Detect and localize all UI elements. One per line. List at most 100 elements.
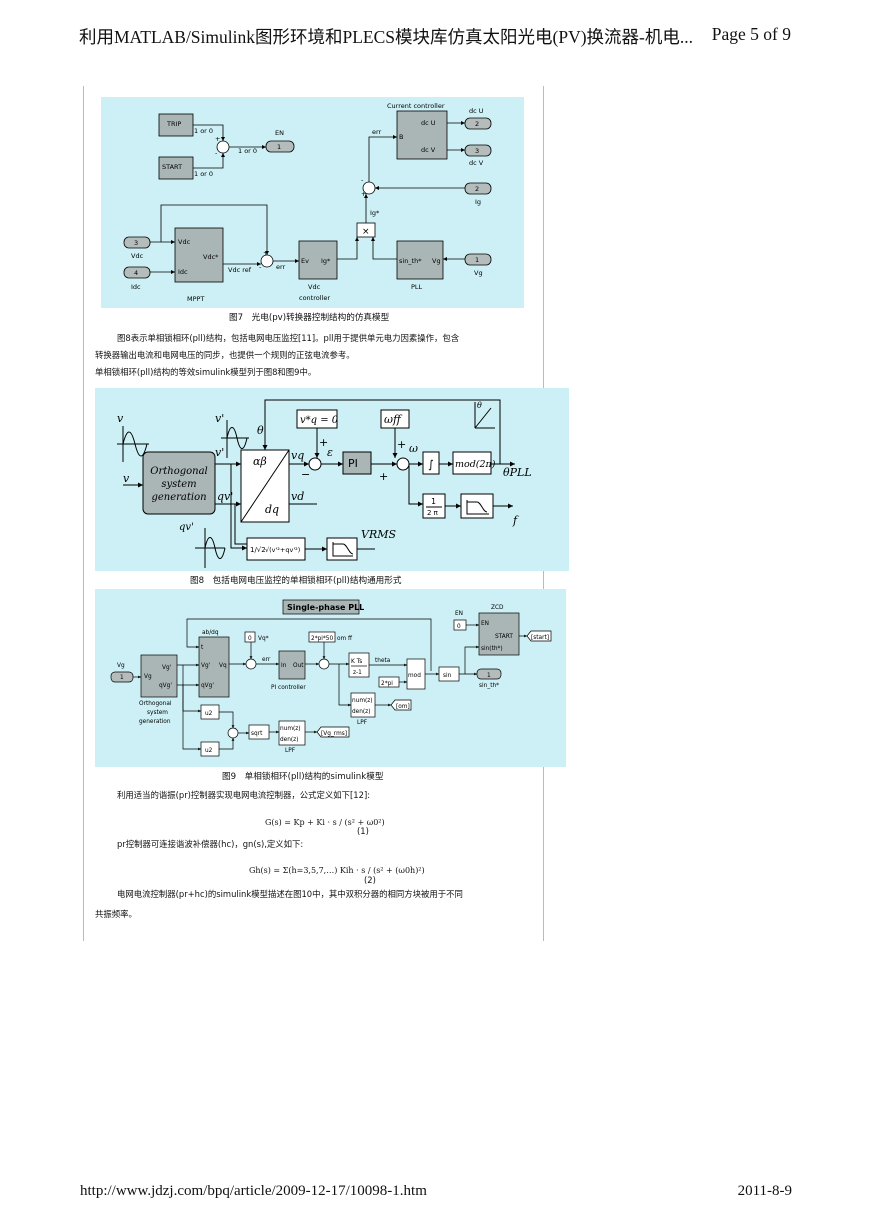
- cc-dcu-port: dc U: [421, 119, 436, 127]
- lpf-om-den: den(z): [352, 709, 371, 715]
- pll-title-box: [282, 599, 360, 615]
- left-border-line: [83, 86, 84, 941]
- dcv-label: dc V: [469, 159, 484, 167]
- gain-one: 1: [431, 497, 436, 506]
- pll-title: Single-phase PLL: [287, 603, 364, 612]
- pi-block: [342, 451, 372, 475]
- sum-ev-minus: -: [259, 263, 262, 271]
- vdc-ctrl-ig-port: Ig*: [321, 257, 331, 265]
- theta-feedback-label: θ: [257, 424, 264, 437]
- vg-rms-tag: [Vg_rms]: [321, 731, 347, 737]
- paragraph-pr-controller: 利用适当的谐振(pr)控制器实现电网电流控制器，公式定义如下[12]:: [117, 790, 371, 800]
- lpf-om-num: num(z): [352, 698, 373, 704]
- figure-9-caption: 图9 单相锁相环(pll)结构的simulink模型: [222, 772, 384, 782]
- two-pi-val: 2*pi: [381, 681, 393, 687]
- abdq-vgp-port: Vg': [201, 663, 211, 669]
- page-header: 利用MATLAB/Simulink图形环境和PLECS模块库仿真太阳光电(PV)…: [79, 24, 791, 49]
- sum8b-plus-top: +: [397, 438, 406, 451]
- qv-prime-bottom-label: qv': [179, 522, 194, 533]
- om-tag: [om]: [396, 704, 410, 710]
- sum-en-1or0: 1 or 0: [238, 147, 257, 155]
- osg-label-3: generation: [151, 492, 206, 503]
- en-out-port: [265, 140, 295, 153]
- en-label: EN: [275, 129, 284, 137]
- sin-th-port-num: 1: [487, 673, 491, 679]
- vg-label: Vg: [474, 269, 483, 277]
- zcd-en-val: 0: [457, 624, 461, 630]
- osg9-label-1: Orthogonal: [139, 701, 172, 707]
- lpf-rms-label: LPF: [285, 748, 295, 754]
- pi-controller-block: [278, 650, 306, 680]
- vq-ref-zero: [244, 631, 256, 643]
- zcd-start-port: START: [495, 634, 513, 640]
- rms-sqrt: √(v'²+qv'²): [265, 546, 300, 554]
- pll-vg-port: Vg: [432, 257, 441, 265]
- paragraph-pll-1: 图8表示单相锁相环(pll)结构，包括电网电压监控[11]。pll用于提供单元电…: [117, 333, 460, 343]
- orthogonal-system-block: [142, 451, 216, 515]
- mppt-vdcstar-port: Vdc*: [203, 253, 219, 261]
- footer-url[interactable]: http://www.jdzj.com/bpq/article/2009-12-…: [80, 1183, 427, 1199]
- equation-1-number: (1): [357, 826, 369, 836]
- osg-vgp-port: Vg': [162, 665, 172, 671]
- vg-in-port: [464, 253, 492, 266]
- paragraph-simulink-1: 电网电流控制器(pr+hc)的simulink模型描述在图10中，其中双积分器的…: [117, 889, 463, 899]
- fig8-sum-omega: [396, 457, 410, 471]
- osg9-label-2: system: [147, 710, 168, 716]
- vdc-in-port: [123, 236, 151, 249]
- pll-block: [396, 240, 444, 280]
- cc-b-port: B: [399, 133, 403, 141]
- osg9-label-3: generation: [139, 719, 171, 725]
- start-tag: [start]: [531, 635, 549, 641]
- omega-ff-label: ωff: [384, 413, 403, 426]
- ig-port-num: 2: [475, 185, 479, 193]
- sum9-err-label: err: [262, 657, 271, 663]
- fig9-sum-omega: [318, 658, 330, 670]
- vdc-ctrl-ev-port: Ev: [301, 257, 309, 265]
- integrator-symbol: ∫: [428, 458, 434, 471]
- paragraph-hc: pr控制器可连接谐波补偿器(hc)，gn(s),定义如下:: [117, 839, 304, 849]
- epsilon-label: ε: [327, 446, 333, 459]
- abdq-label: ab/dq: [202, 630, 219, 636]
- pll-label: PLL: [411, 283, 423, 291]
- sum-err-plus: +: [361, 190, 366, 198]
- start-label: START: [162, 163, 182, 171]
- vdc-ctrl-label-2: controller: [299, 294, 330, 302]
- paragraph-simulink-2: 共振频率。: [95, 909, 137, 919]
- abdq-t-port: t: [201, 645, 204, 651]
- figure-8-caption: 图8 包括电网电压监控的单相锁相环(pll)结构通用形式: [190, 576, 402, 586]
- ig-star-label: Ig*: [370, 209, 380, 217]
- equation-2-number: (2): [364, 875, 376, 885]
- idc-label: Idc: [131, 283, 141, 291]
- page-number: Page 5 of 9: [711, 24, 791, 44]
- vq-label: vq: [291, 449, 304, 462]
- vdc-port-num: 3: [134, 239, 138, 247]
- vq-ref-zero-val: 0: [248, 636, 252, 642]
- mppt-block: [174, 227, 224, 283]
- vg-port-num: 1: [475, 256, 479, 264]
- ev-err-label: err: [276, 263, 286, 271]
- lpf-rms-block: [326, 537, 358, 561]
- omega-label: ω: [409, 442, 418, 455]
- zcd-label: ZCD: [491, 605, 504, 611]
- sin-th-label: sin_th*: [479, 683, 499, 689]
- pi-in-port: In: [281, 663, 287, 669]
- equation-1: G(s) = Kp + Ki · s / (s² + ω0²): [265, 818, 385, 827]
- square-2-label: u2: [205, 748, 213, 754]
- fig8-sum-epsilon: [308, 457, 322, 471]
- vg-rms-goto-tag: [316, 726, 350, 738]
- vq-ref-label: Vq*: [258, 636, 269, 642]
- abdq-qvgp-port: qVg': [201, 683, 214, 689]
- pi-out-port: Out: [293, 663, 304, 669]
- lpf-rms-num: num(z): [280, 726, 301, 732]
- trip-label: TRIP: [166, 120, 181, 128]
- vdc-controller-block: [298, 240, 338, 280]
- sawtooth-theta: θ: [477, 401, 482, 410]
- vq-ref-label: v*q = 0: [300, 415, 339, 426]
- en-port-num: 1: [277, 143, 281, 151]
- vdc-ctrl-label-1: Vdc: [308, 283, 321, 291]
- sum-err-minus: -: [361, 176, 364, 184]
- figure-9-diagram: Single-phase PLL Vg 1 Vg Vg' qVg' Orthog…: [95, 589, 566, 767]
- mppt-vdc-port: Vdc: [178, 238, 191, 246]
- dcu-label: dc U: [469, 107, 484, 115]
- sqrt-label: sqrt: [251, 731, 263, 737]
